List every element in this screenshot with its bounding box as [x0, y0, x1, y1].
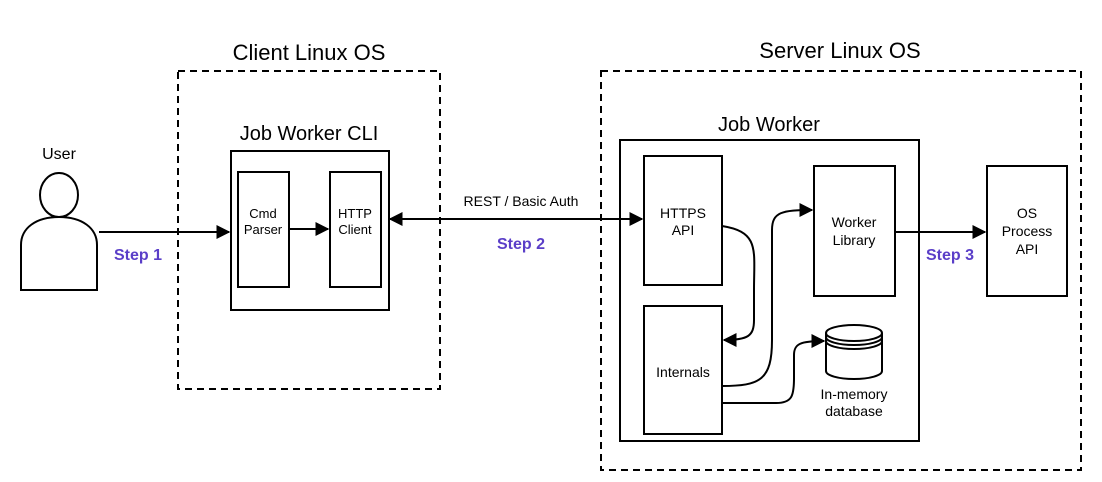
step-1-label: Step 1 — [114, 247, 162, 264]
server-os-boundary — [600, 70, 1082, 471]
worker-library-label-line2: Library — [833, 232, 876, 248]
server-os-title: Server Linux OS — [759, 38, 920, 63]
user-icon — [20, 172, 98, 291]
os-process-api-label-line2: Process — [1002, 223, 1053, 239]
api-to-internals-arrow — [721, 225, 756, 347]
internals-to-library-arrow — [721, 203, 814, 387]
client-os-title: Client Linux OS — [233, 40, 386, 65]
https-api-label-line2: API — [672, 222, 695, 238]
user-label: User — [42, 146, 76, 163]
internals-box — [643, 305, 723, 435]
https-api-box — [643, 155, 723, 286]
worker-title: Job Worker — [718, 114, 820, 136]
database-icon — [825, 324, 883, 380]
internals-to-database-arrow — [722, 334, 826, 404]
cmd-parser-label-line2: Parser — [244, 222, 283, 237]
database-label-line1: In-memory — [821, 386, 888, 402]
step-3-label: Step 3 — [926, 247, 974, 264]
rest-auth-label: REST / Basic Auth — [464, 193, 579, 209]
http-client-label-line2: Client — [338, 222, 372, 237]
step-2-label: Step 2 — [497, 236, 545, 253]
cmd-parser-label-line1: Cmd — [249, 206, 276, 221]
http-client-box — [329, 171, 382, 288]
worker-library-label-line1: Worker — [832, 214, 877, 230]
os-process-api-box — [986, 165, 1068, 297]
cli-title: Job Worker CLI — [240, 123, 379, 145]
https-api-label-line1: HTTPS — [660, 205, 706, 221]
client-os-boundary — [177, 70, 441, 390]
os-process-api-label-line1: OS — [1017, 205, 1037, 221]
cmd-parser-box — [237, 171, 290, 288]
database-label-line2: database — [825, 403, 883, 419]
internals-label: Internals — [656, 364, 710, 380]
os-process-api-label-line3: API — [1016, 241, 1039, 257]
worker-library-box — [813, 165, 896, 297]
http-client-label-line1: HTTP — [338, 206, 372, 221]
